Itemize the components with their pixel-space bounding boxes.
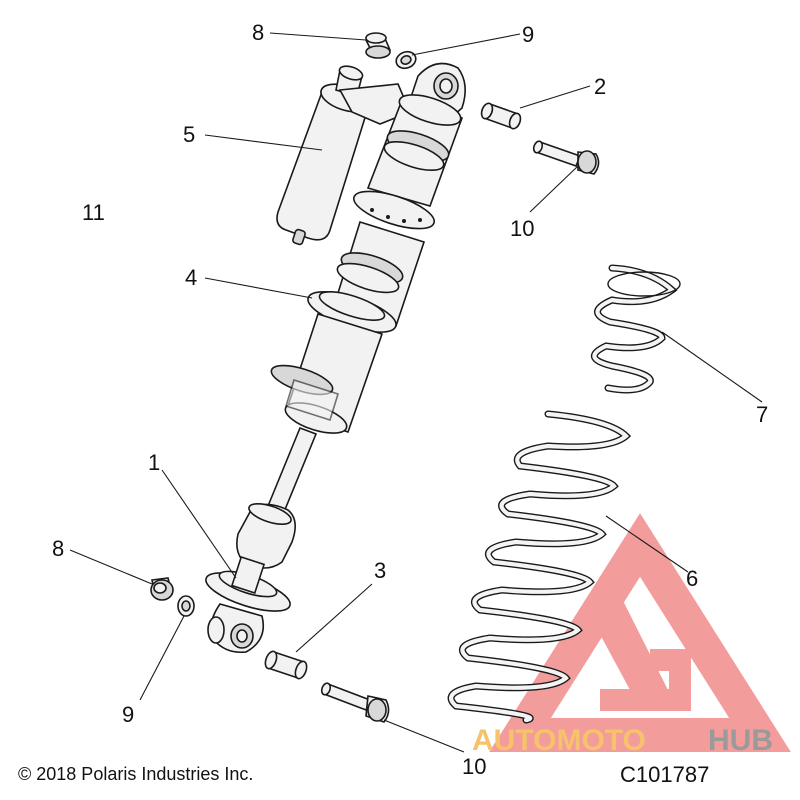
- bump-stop: [236, 502, 296, 569]
- callout-3: 3: [374, 558, 386, 583]
- bushing-lower: [264, 650, 308, 680]
- flange-nut-top: [364, 32, 392, 59]
- callout-9-top: 9: [522, 22, 534, 47]
- washer-bottom: [177, 595, 195, 617]
- copyright-text: © 2018 Polaris Industries Inc.: [18, 764, 253, 784]
- upper-body: [353, 94, 464, 230]
- figure-code: C101787: [620, 762, 709, 787]
- spring-lower: [447, 410, 632, 724]
- bushing-upper: [480, 102, 522, 130]
- leader-lines: [69, 32, 763, 753]
- callout-5: 5: [183, 122, 195, 147]
- bolt-top: [532, 140, 600, 175]
- callout-7: 7: [756, 402, 768, 427]
- watermark-text: AUTOMOTO HUB: [472, 724, 773, 757]
- callout-9-bottom: 9: [122, 702, 134, 727]
- lower-eyelet: [207, 603, 265, 654]
- watermark-logo: [489, 513, 791, 752]
- shaft: [266, 426, 318, 514]
- bolt-bottom: [320, 682, 390, 723]
- callout-6: 6: [686, 566, 698, 591]
- watermark-word-hub: HUB: [708, 724, 773, 757]
- lower-body: [270, 313, 384, 434]
- spring-upper: [591, 264, 681, 394]
- watermark-word-automoto: AUTOMOTO: [472, 724, 646, 757]
- callout-2: 2: [594, 74, 606, 99]
- shock-absorber: [205, 62, 466, 654]
- callout-4: 4: [185, 265, 197, 290]
- washer-top: [395, 50, 417, 70]
- callout-11: 11: [82, 200, 105, 225]
- lower-spring-seat: [205, 556, 291, 612]
- flange-nut-bottom: [150, 577, 174, 601]
- callout-1: 1: [148, 450, 160, 475]
- callout-10-top: 10: [510, 216, 534, 241]
- callout-8-top: 8: [252, 20, 264, 45]
- callout-8-bottom: 8: [52, 536, 64, 561]
- spring-seat-collar: [307, 291, 397, 333]
- callout-10-bottom: 10: [462, 754, 486, 779]
